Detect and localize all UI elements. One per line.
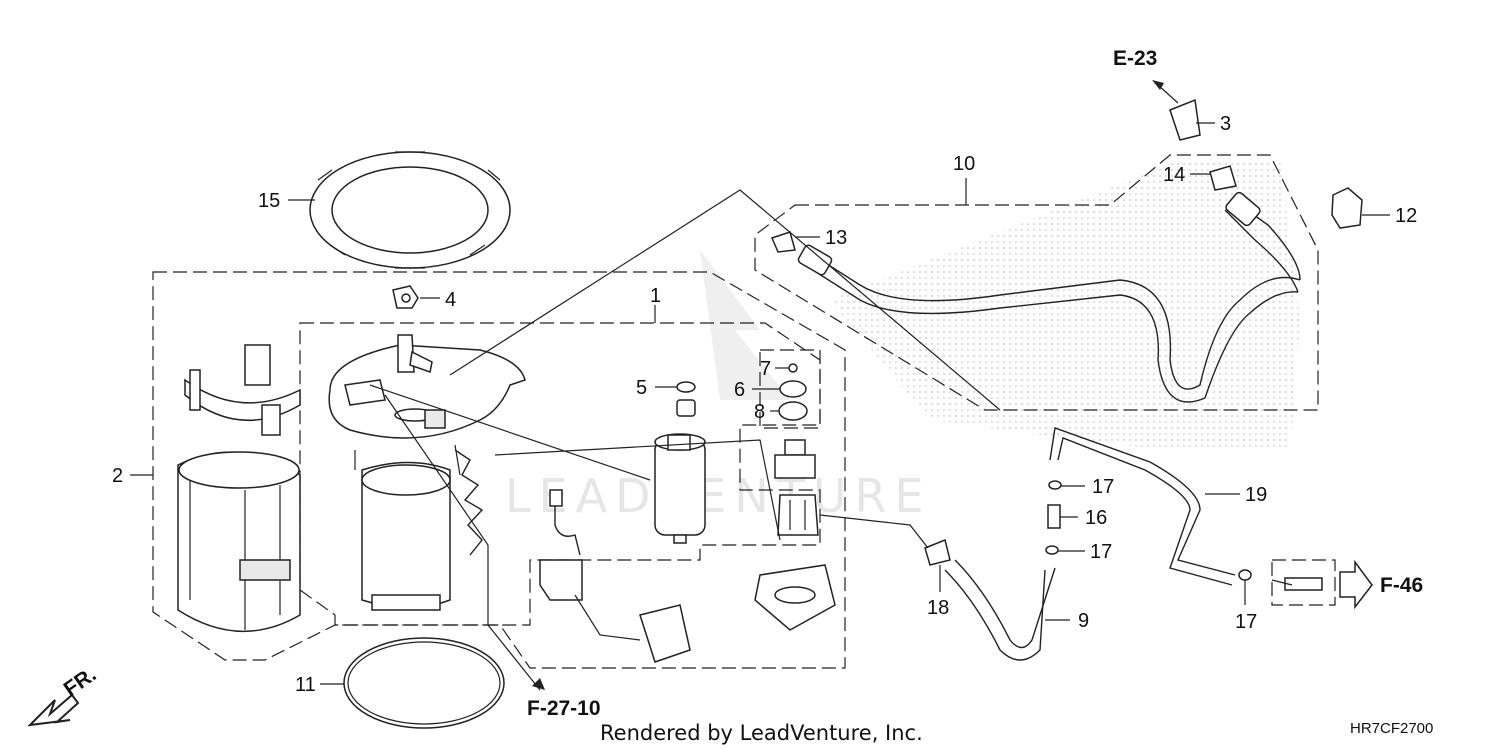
tube-19-part-edge bbox=[1057, 437, 1233, 586]
callout-13: 13 bbox=[825, 227, 847, 249]
lock-ring-part bbox=[309, 151, 511, 269]
callout-14: 14 bbox=[1163, 164, 1185, 186]
clip-17-part-a bbox=[1048, 480, 1062, 490]
footer-credit: Rendered by LeadVenture, Inc. bbox=[600, 721, 923, 745]
grommet-part bbox=[392, 285, 419, 309]
callout-18: 18 bbox=[927, 597, 949, 619]
clip-13-part bbox=[770, 231, 796, 253]
callout-19: 19 bbox=[1245, 484, 1267, 506]
watermark-text: LEADVENTURE bbox=[505, 469, 932, 523]
callout-17-middle: 17 bbox=[1090, 541, 1112, 563]
tube-19-part bbox=[1049, 427, 1236, 576]
bracket-3-part bbox=[1169, 98, 1201, 141]
seal-parts bbox=[676, 363, 808, 421]
callout-11: 11 bbox=[295, 674, 316, 696]
callout-7: 7 bbox=[760, 358, 771, 380]
ref-e23[interactable]: E-23 bbox=[1113, 47, 1157, 70]
callout-3: 3 bbox=[1220, 113, 1231, 135]
hose-9-part-edge bbox=[954, 559, 1056, 649]
callout-5: 5 bbox=[636, 377, 647, 399]
shading bbox=[830, 160, 1300, 450]
callout-9: 9 bbox=[1078, 610, 1089, 632]
regulator-part bbox=[754, 439, 836, 631]
callout-15: 15 bbox=[258, 190, 280, 212]
clip-17-part-c bbox=[1238, 569, 1252, 581]
grommet-12-part bbox=[1331, 187, 1363, 229]
clamp-18-part bbox=[924, 538, 951, 566]
arrow-f2710-head bbox=[532, 678, 545, 690]
fuel-hose-assembly-part bbox=[797, 191, 1301, 403]
hose-9-part bbox=[944, 569, 1046, 661]
joint-16-part bbox=[1047, 504, 1061, 529]
leader-lines bbox=[130, 84, 1390, 691]
fuel-pump-part bbox=[654, 433, 706, 544]
callout-8: 8 bbox=[754, 401, 765, 423]
callout-16: 16 bbox=[1085, 507, 1107, 529]
callout-12: 12 bbox=[1395, 205, 1417, 227]
callout-10: 10 bbox=[953, 153, 975, 175]
callout-1: 1 bbox=[650, 285, 661, 307]
ref-f2710[interactable]: F-27-10 bbox=[527, 697, 601, 720]
ref-f46[interactable]: F-46 bbox=[1380, 574, 1423, 597]
group-1-outline bbox=[299, 322, 821, 626]
group-f46-outline bbox=[1271, 559, 1336, 606]
callout-17-right: 17 bbox=[1235, 611, 1257, 633]
callout-2: 2 bbox=[112, 465, 123, 487]
o-ring-part bbox=[343, 637, 505, 729]
f46-fitting-part bbox=[1284, 577, 1323, 591]
direction-label: FR. bbox=[60, 663, 101, 701]
group-2-outline bbox=[152, 271, 846, 669]
group-seals-outline bbox=[759, 349, 821, 429]
callout-6: 6 bbox=[734, 379, 745, 401]
arrow-e23-head bbox=[1152, 80, 1164, 90]
callout-17-top: 17 bbox=[1092, 476, 1114, 498]
callout-4: 4 bbox=[445, 289, 456, 311]
diagram-code: HR7CF2700 bbox=[1350, 720, 1433, 737]
strainer-housing-part bbox=[177, 344, 301, 632]
fuel-pump-module-part bbox=[328, 334, 526, 611]
fuel-sender-part bbox=[539, 489, 691, 663]
arrow-f46-icon bbox=[1339, 559, 1373, 610]
o-ring-inner bbox=[347, 641, 501, 725]
clip-14-part bbox=[1209, 165, 1237, 191]
front-direction-arrow-icon bbox=[27, 693, 80, 727]
clip-17-part-b bbox=[1045, 545, 1059, 555]
watermark: LEADVENTURE bbox=[505, 250, 932, 523]
